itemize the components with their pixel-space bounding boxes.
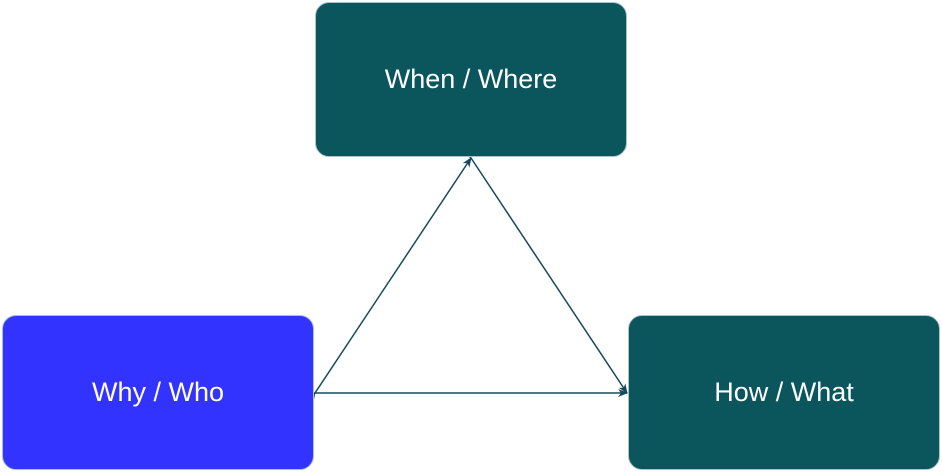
node-when-where: When / Where bbox=[315, 2, 627, 157]
node-why-who-label: Why / Who bbox=[91, 377, 225, 407]
edge-why-when bbox=[306, 157, 472, 403]
node-how-what: How / What bbox=[628, 315, 940, 470]
edge-when-how bbox=[462, 148, 628, 394]
node-when-where-label: When / Where bbox=[384, 64, 558, 94]
node-how-what-label: How / What bbox=[714, 377, 854, 407]
node-why-who: Why / Who bbox=[2, 315, 314, 470]
